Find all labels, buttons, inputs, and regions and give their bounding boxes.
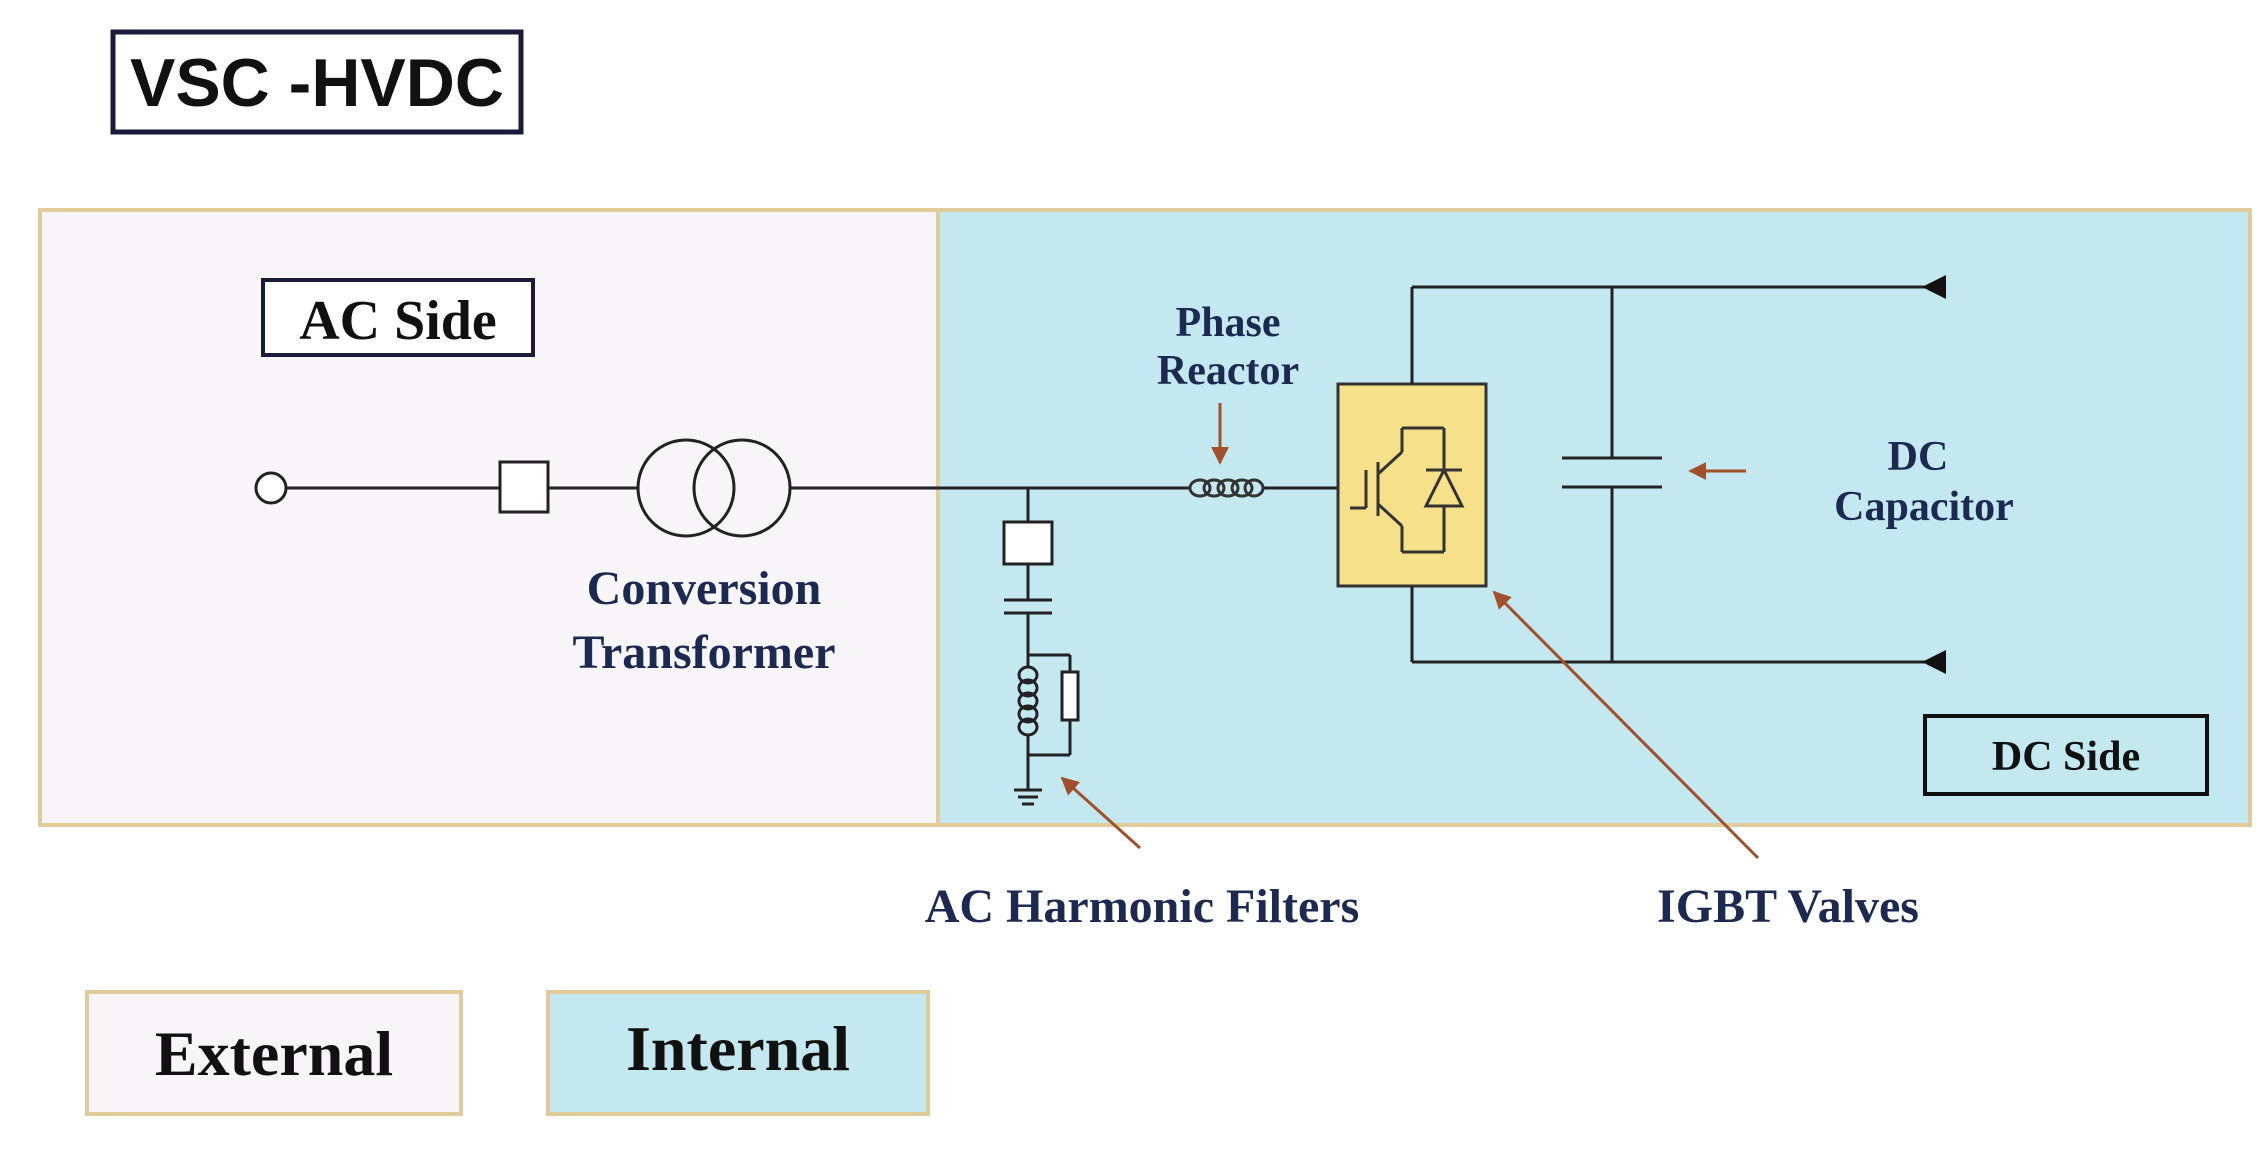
conversion-transformer-label-line1: Conversion (587, 562, 822, 615)
ac-side-label-box: AC Side (261, 278, 535, 357)
dc-side-label: DC Side (1992, 734, 2140, 780)
legend-external-label: External (155, 1018, 393, 1089)
ac-side-label: AC Side (299, 290, 497, 352)
title-box: VSC -HVDC (110, 29, 524, 135)
legend-internal-label: Internal (626, 1013, 850, 1084)
pointer-arrows (1060, 403, 1760, 860)
phase-reactor-symbol (1188, 478, 1265, 498)
ac-main-line (254, 471, 1338, 505)
ac-harmonic-filters-label: AC Harmonic Filters (925, 880, 1360, 933)
dc-bus (1410, 285, 1940, 664)
igbt-valve-symbol (1336, 382, 1488, 588)
phase-reactor-label-line1: Phase (1176, 300, 1281, 346)
dc-capacitor-label-line1: DC (1888, 434, 1949, 480)
breaker-symbol (498, 460, 550, 514)
transformer-symbol (636, 438, 792, 538)
legend-internal: Internal (546, 990, 930, 1116)
ac-harmonic-filter-symbol (1002, 488, 1080, 806)
igbt-valves-arrow (1492, 590, 1760, 860)
legend-external: External (85, 990, 463, 1116)
diagram-title: VSC -HVDC (130, 45, 504, 121)
phase-reactor-label-line2: Reactor (1157, 348, 1299, 394)
dc-positive-terminal-icon (1922, 275, 1946, 299)
dc-side-label-box: DC Side (1923, 714, 2209, 796)
dc-negative-terminal-icon (1922, 650, 1946, 674)
conversion-transformer-label-line2: Transformer (572, 626, 835, 679)
dc-capacitor-label-line2: Capacitor (1834, 484, 2014, 530)
igbt-valves-label: IGBT Valves (1657, 880, 1919, 933)
ac-harmonic-filters-arrow (1060, 776, 1142, 850)
